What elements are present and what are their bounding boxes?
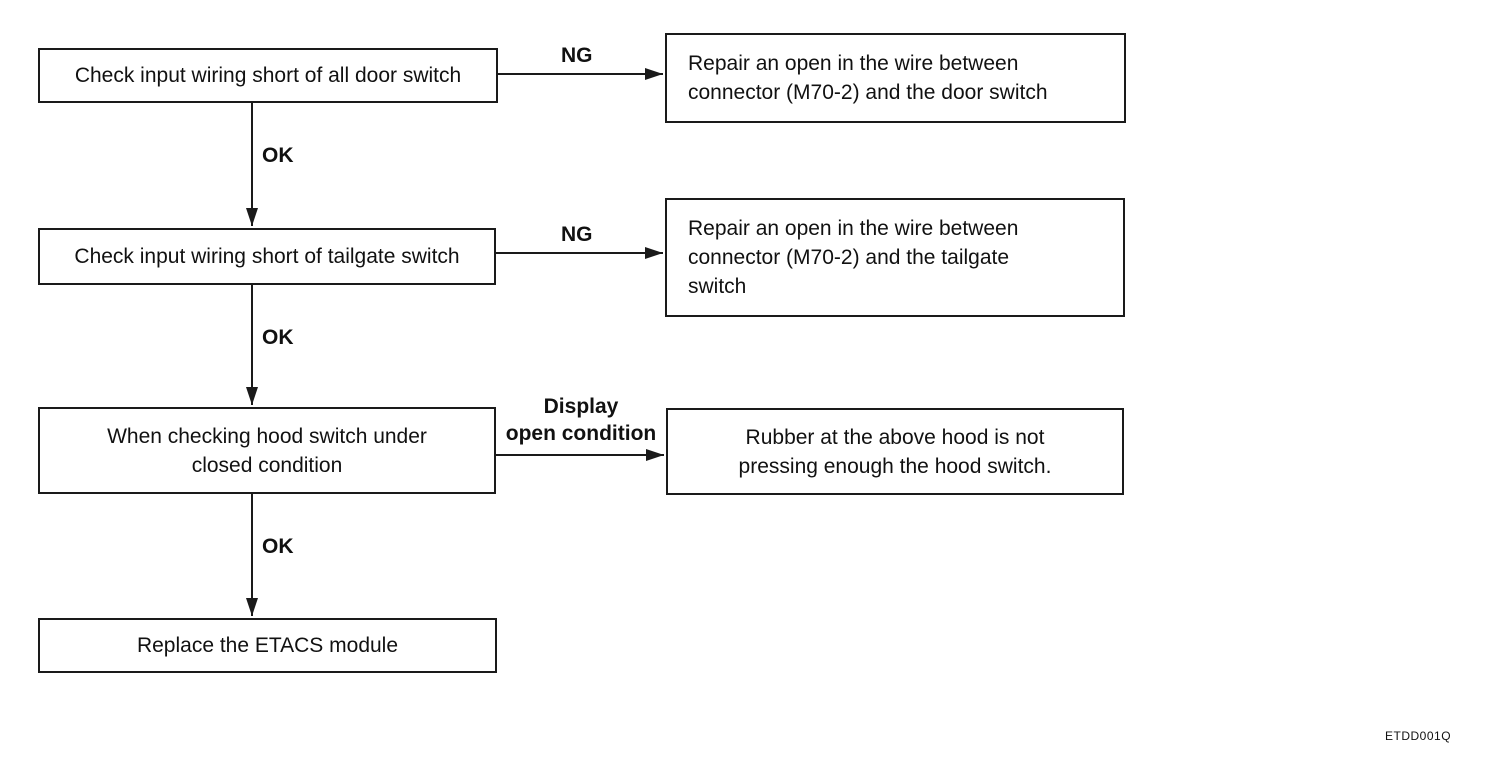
step-text: Check input wiring short of tailgate swi… — [74, 245, 460, 268]
step-text: Check input wiring short of all door swi… — [74, 64, 462, 87]
outcome-box-repair-tailgate-wire: Repair an open in the wire between conne… — [665, 198, 1125, 317]
step-box-replace-etacs: Replace the ETACS module — [38, 618, 497, 673]
step-box-check-door-switch: Check input wiring short of all door swi… — [38, 48, 498, 103]
outcome-text: Rubber at the above hood is not pressing… — [738, 425, 1052, 478]
ng-label: NG — [561, 223, 593, 246]
outcome-text: Repair an open in the wire between conne… — [688, 52, 1048, 104]
ok-label: OK — [262, 144, 294, 167]
step-box-check-hood-switch: When checking hood switch under closed c… — [38, 407, 496, 494]
step-text: When checking hood switch under closed c… — [107, 424, 427, 477]
ok-label: OK — [262, 326, 294, 349]
figure-id: ETDD001Q — [1385, 729, 1452, 743]
outcome-box-hood-rubber: Rubber at the above hood is not pressing… — [666, 408, 1124, 495]
ng-label: NG — [561, 44, 593, 67]
ok-label: OK — [262, 535, 294, 558]
step-text: Replace the ETACS module — [136, 634, 399, 657]
outcome-box-repair-door-wire: Repair an open in the wire between conne… — [665, 33, 1126, 123]
step-box-check-tailgate-switch: Check input wiring short of tailgate swi… — [38, 228, 496, 285]
display-open-condition-label: Display open condition — [505, 395, 657, 445]
outcome-text: Repair an open in the wire between conne… — [688, 217, 1019, 298]
